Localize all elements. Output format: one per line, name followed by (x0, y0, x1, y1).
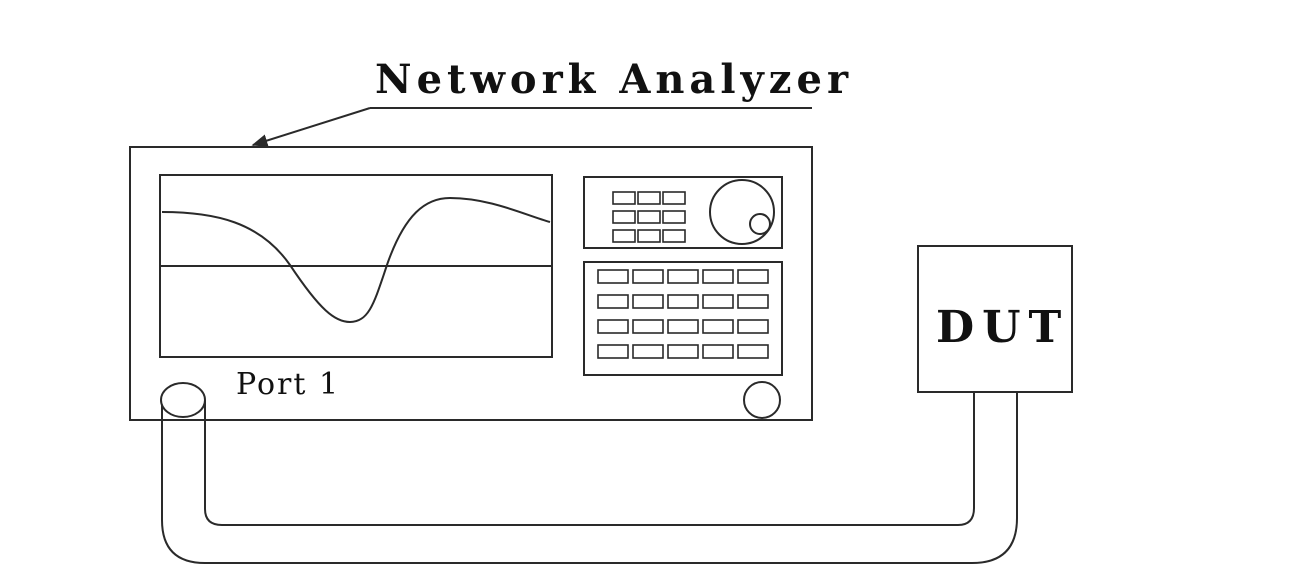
keypad-key (737, 319, 769, 334)
secondary-connector (743, 381, 781, 419)
upper-button (637, 210, 661, 224)
keypad-key (737, 294, 769, 309)
keypad-key (597, 269, 629, 284)
keypad-key (702, 269, 734, 284)
screen-trace-curve (161, 196, 551, 324)
dut-label: DUT (936, 302, 1069, 353)
keypad-key (702, 344, 734, 359)
port-1-connector (160, 382, 206, 418)
upper-buttons (612, 191, 686, 243)
keypad-key (597, 319, 629, 334)
upper-button (637, 229, 661, 243)
keypad-key (702, 319, 734, 334)
diagram-title: Network Analyzer (375, 56, 853, 103)
keypad-key (632, 269, 664, 284)
analyzer-body (129, 146, 813, 421)
upper-button (662, 191, 686, 205)
upper-button (612, 229, 636, 243)
keypad-key (597, 294, 629, 309)
keypad-key (632, 319, 664, 334)
upper-button (662, 210, 686, 224)
cable-inner (204, 392, 975, 526)
keypad-key (597, 344, 629, 359)
upper-control-panel (583, 176, 783, 249)
title-pointer-arrow (251, 107, 371, 147)
keypad-key (667, 269, 699, 284)
keypad-key (667, 319, 699, 334)
keypad-key (702, 294, 734, 309)
keypad-key (632, 294, 664, 309)
upper-button (612, 210, 636, 224)
upper-button (662, 229, 686, 243)
keypad-key (667, 294, 699, 309)
keypad-key (737, 344, 769, 359)
upper-button (612, 191, 636, 205)
upper-button (637, 191, 661, 205)
knob-indicator (749, 213, 771, 235)
rotary-knob (709, 179, 775, 245)
keypad-key (632, 344, 664, 359)
keypad-panel (583, 261, 783, 376)
cable-outer (161, 392, 1018, 564)
port-label: Port 1 (236, 367, 340, 402)
keypad-key (667, 344, 699, 359)
dut-box (917, 245, 1073, 393)
keypad-keys (597, 269, 769, 359)
keypad-key (737, 269, 769, 284)
